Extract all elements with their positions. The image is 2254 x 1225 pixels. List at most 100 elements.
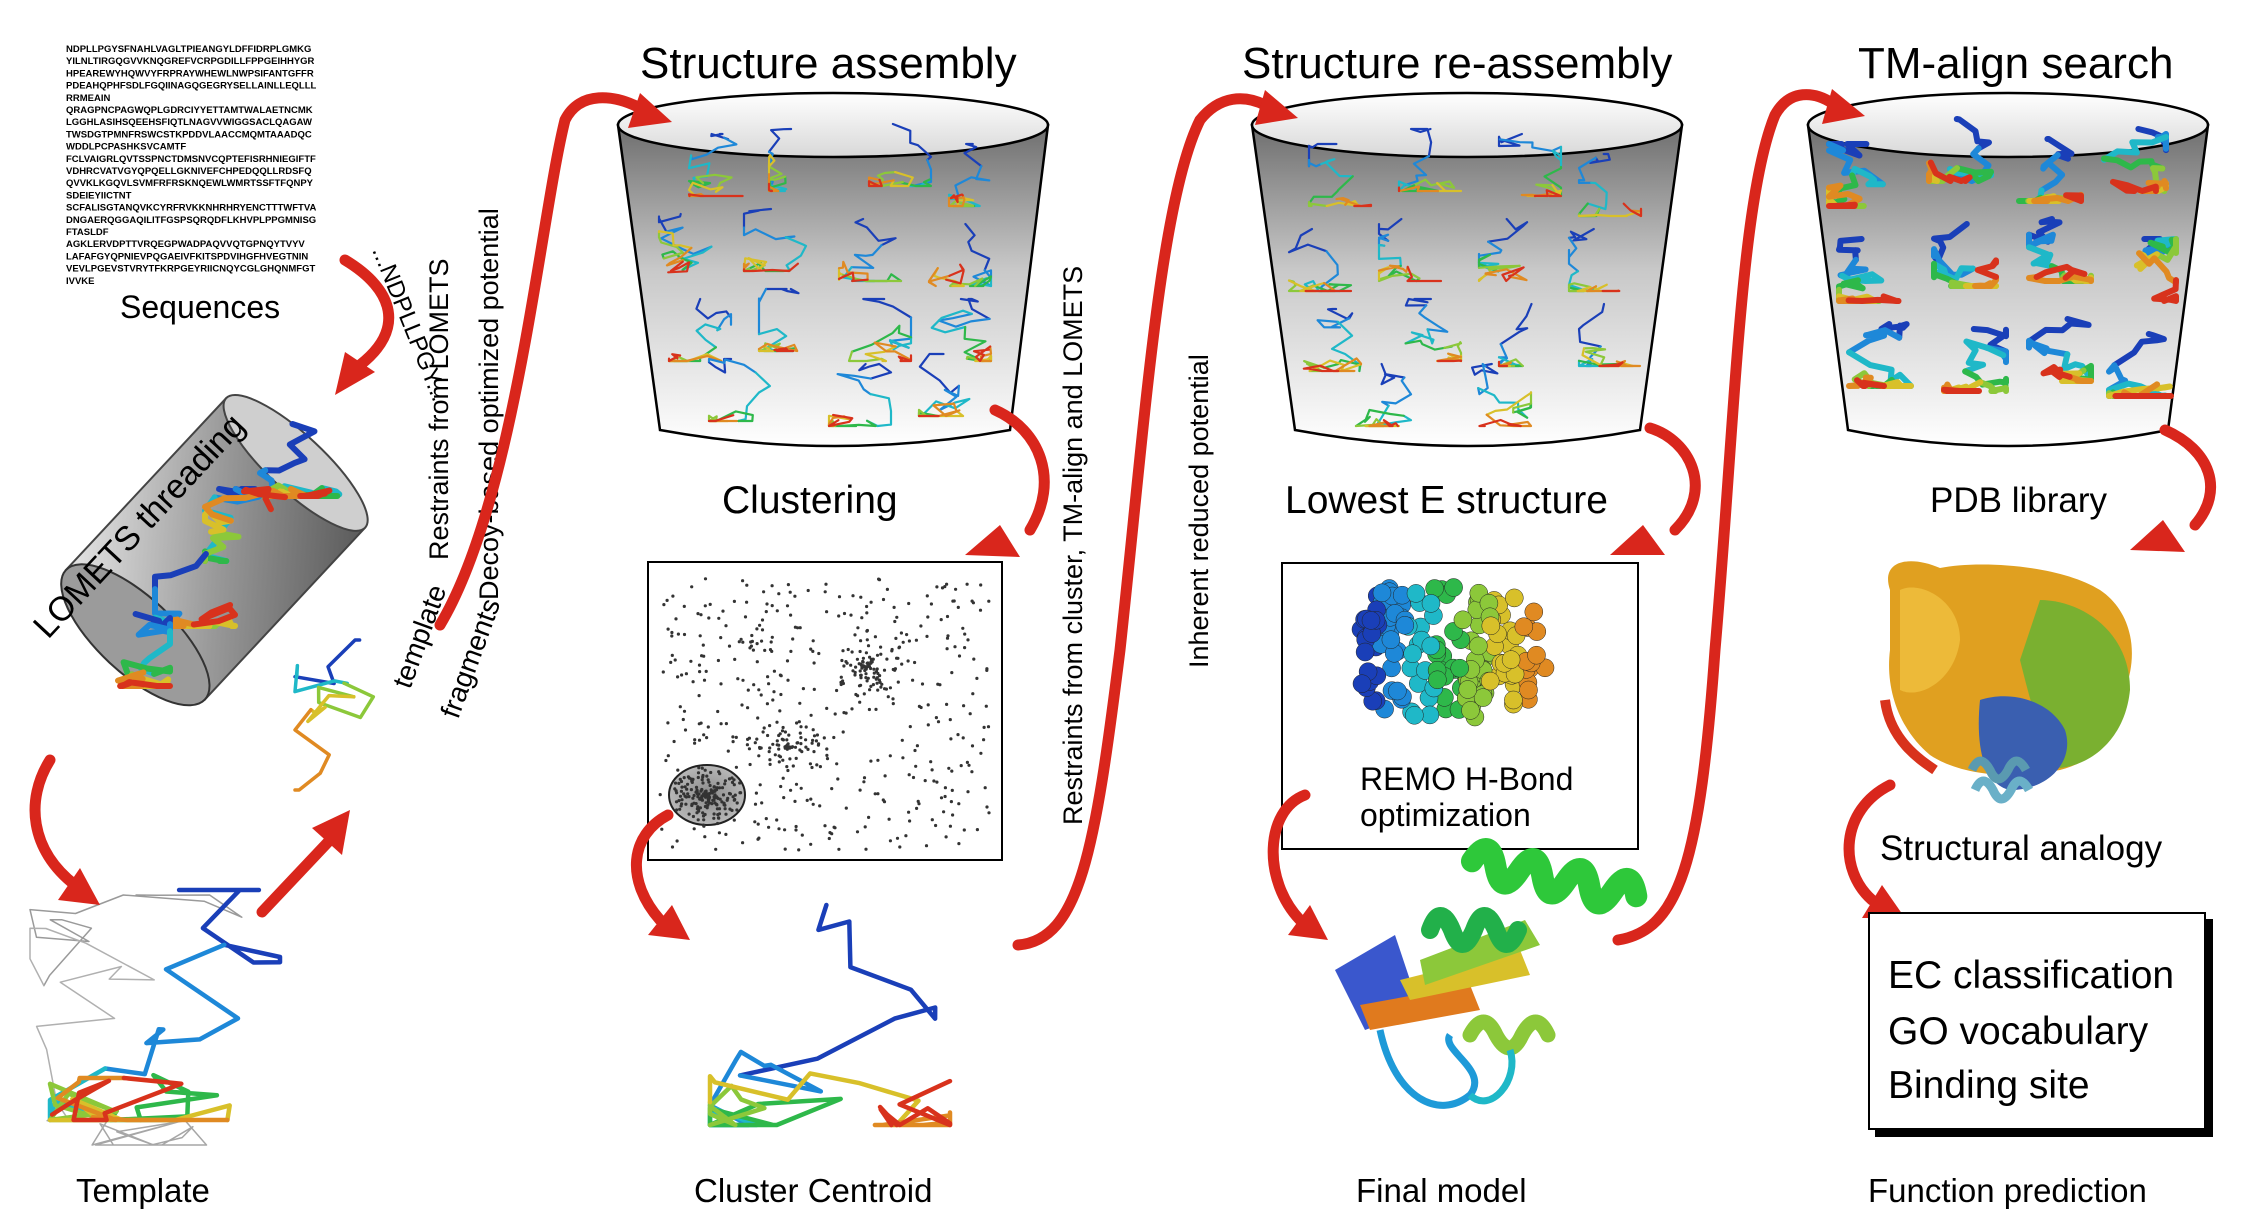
decoy-point — [715, 807, 720, 811]
decoy-point — [748, 646, 752, 650]
decoy-point — [788, 590, 792, 594]
decoy-point — [695, 811, 699, 815]
sequence-line: FTASLDF — [66, 227, 109, 238]
decoy-point — [870, 660, 874, 664]
decoy-point — [780, 729, 785, 733]
decoy-point — [930, 818, 934, 822]
decoy-point — [978, 608, 983, 612]
decoy-point — [717, 816, 721, 820]
decoy-point — [879, 652, 883, 656]
decoy-point — [787, 733, 791, 737]
decoy-point — [674, 617, 678, 621]
decoy-point — [761, 730, 765, 734]
decoy-point — [714, 847, 718, 851]
decoy-point — [966, 638, 970, 642]
decoy-point — [755, 737, 759, 741]
sequence-line: VDHRCVATVGYQPQELLGKNIVEFCHPEDQQLLRDSFQ — [66, 166, 312, 177]
decoy-point — [856, 694, 860, 698]
pdb-structure — [1836, 277, 1866, 299]
decoy-point — [856, 626, 860, 630]
binding-site-item: Binding site — [1888, 1064, 2090, 1107]
decoy-point — [935, 585, 939, 589]
decoy-point — [694, 785, 699, 790]
decoy-point — [701, 793, 705, 797]
decoy-structure — [767, 154, 776, 176]
decoy-point — [714, 795, 718, 800]
pdb-structure — [1854, 377, 1887, 389]
decoy-point — [778, 709, 782, 713]
decoy-point — [700, 766, 704, 770]
decoy-point — [704, 669, 708, 674]
decoy-structure — [959, 297, 991, 320]
decoy-structure — [930, 309, 973, 334]
decoy-point — [883, 687, 887, 691]
pdb-structure — [1953, 116, 1992, 152]
decoy-structure — [972, 345, 992, 363]
reassembly-decoy — [1586, 181, 1608, 211]
decoy-point — [811, 802, 815, 806]
decoy-point — [861, 659, 865, 664]
decoy-point — [945, 582, 949, 586]
decoy-point — [785, 738, 789, 742]
decoy-point — [806, 588, 810, 593]
decoy-point — [877, 678, 882, 682]
decoy-point — [779, 692, 783, 697]
decoy-point — [799, 742, 803, 746]
decoy-point — [676, 768, 680, 772]
decoy-point — [804, 738, 808, 742]
decoy-point — [696, 805, 700, 809]
centroid-trace — [737, 902, 938, 1078]
pdb-structure — [1826, 201, 1858, 209]
decoy-point — [919, 624, 923, 628]
decoy-point — [878, 674, 882, 678]
decoy-structure — [757, 287, 768, 336]
decoy-point — [874, 707, 878, 712]
decoy-point — [745, 583, 749, 587]
decoy-point — [939, 796, 944, 800]
decoy-point — [674, 800, 679, 804]
decoy-point — [913, 660, 917, 665]
decoy-point — [979, 583, 983, 587]
decoy-point — [842, 711, 846, 715]
decoy-structure — [827, 413, 854, 428]
decoy-point — [957, 802, 961, 806]
decoy-point — [692, 793, 696, 798]
decoy-point — [971, 692, 975, 696]
pdb-structure — [2044, 136, 2075, 162]
decoy-point — [755, 642, 759, 646]
decoy-structure — [657, 230, 693, 249]
decoy-point — [721, 609, 725, 613]
atom-sphere — [1524, 602, 1544, 622]
atom-sphere — [1403, 644, 1422, 663]
decoy-point — [718, 786, 722, 790]
pdb-structure — [1970, 326, 2009, 355]
decoy-structure — [834, 419, 877, 428]
template-fragments-structure — [293, 638, 376, 792]
decoy-point — [684, 672, 689, 676]
decoy-point — [728, 792, 733, 796]
decoy-point — [839, 682, 843, 687]
decoy-point — [859, 639, 863, 643]
decoy-point — [660, 827, 664, 831]
atom-sphere — [1527, 645, 1546, 665]
decoy-point — [865, 679, 869, 683]
reassembly-decoy — [1307, 175, 1354, 205]
decoy-point — [982, 738, 986, 742]
decoy-structure — [867, 178, 883, 188]
decoy-point — [777, 592, 781, 596]
decoy-point — [957, 654, 962, 658]
decoy-point — [700, 787, 704, 792]
atom-sphere — [1505, 588, 1524, 608]
decoy-point — [824, 582, 828, 586]
decoy-point — [793, 625, 798, 629]
ec-classification-item: EC classification — [1888, 954, 2175, 997]
decoy-point — [764, 817, 768, 821]
decoy-point — [683, 785, 687, 789]
reassembly-decoy — [1477, 261, 1500, 273]
decoy-point — [798, 748, 802, 752]
sequence-line: SCFALISGTANQVKCYRFRVKKNHRHRYENCTTTWFTVA — [66, 203, 316, 214]
reassembly-decoy — [1382, 419, 1399, 428]
decoy-point — [907, 810, 911, 814]
decoy-point — [867, 707, 872, 712]
structural-analogy-surface — [1880, 561, 2132, 804]
